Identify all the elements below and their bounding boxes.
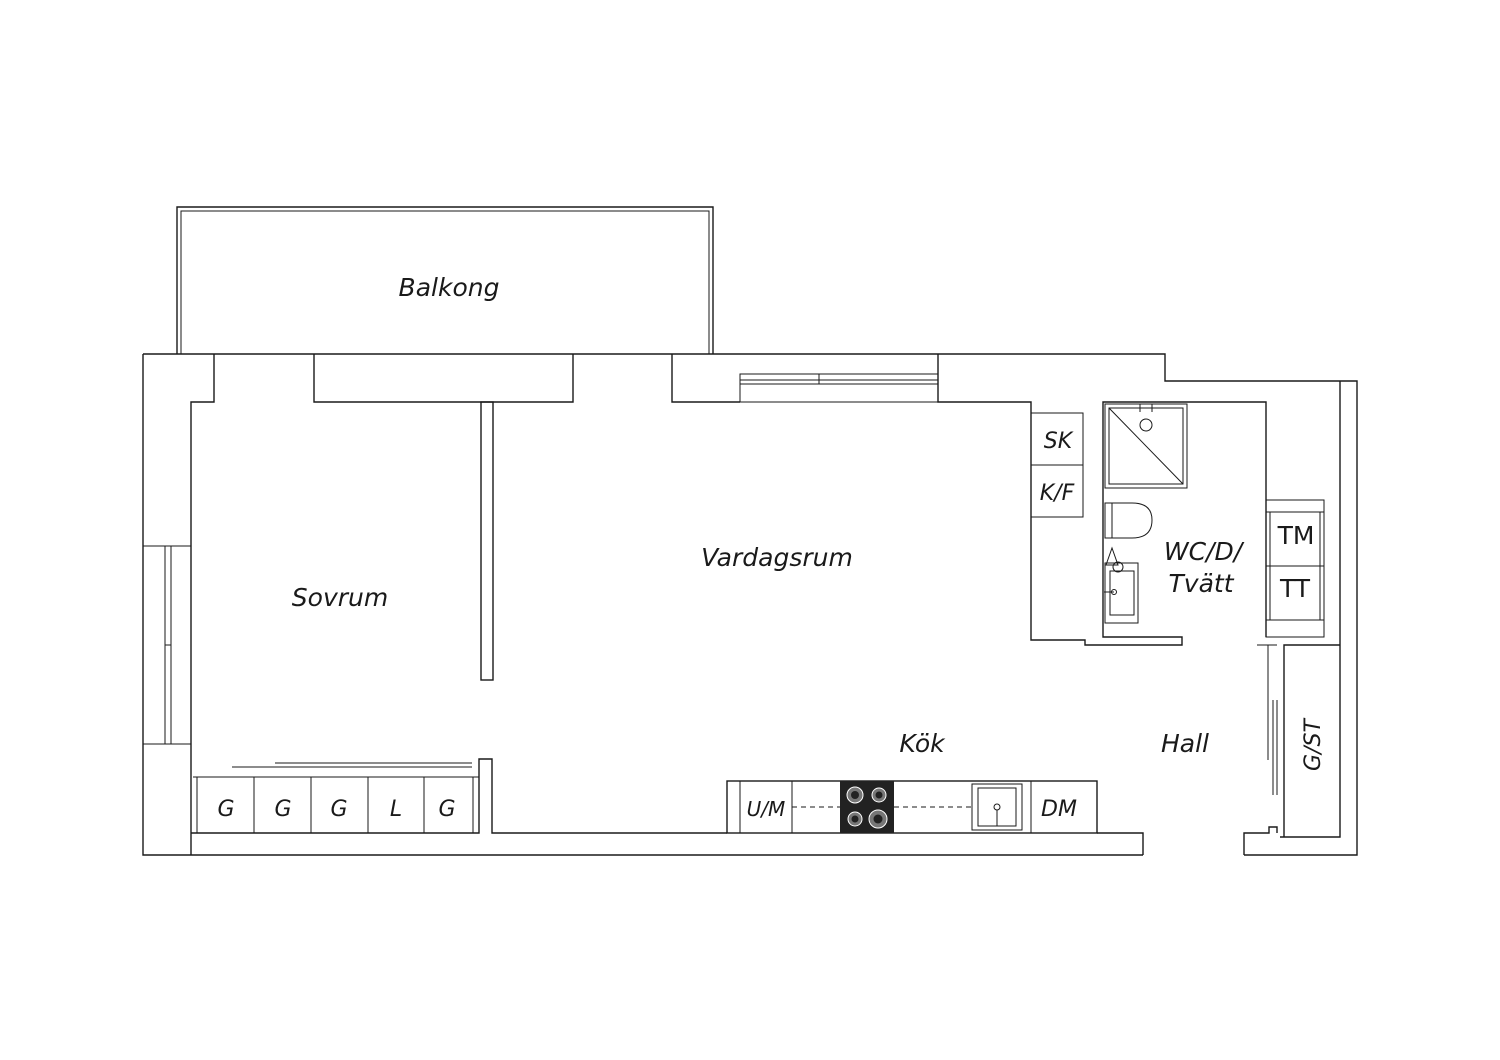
sink — [1104, 546, 1139, 624]
sk-cabinet-label: SK — [1044, 429, 1074, 454]
laundry-machines — [1265, 499, 1325, 638]
shower — [1104, 403, 1188, 489]
dryer-label: TM — [1277, 521, 1315, 550]
dishwasher-label: DM — [1041, 797, 1077, 822]
wardrobe-label: G — [217, 797, 234, 822]
wardrobe-label: G — [274, 797, 291, 822]
bathroom-label-line1: WC/D/ — [1164, 537, 1245, 566]
bathroom-label-line2: Tvätt — [1169, 569, 1235, 598]
toilet — [1104, 502, 1153, 539]
partition-wall — [480, 401, 494, 681]
wardrobe-label: G — [330, 797, 347, 822]
wardrobe-label: G — [438, 797, 455, 822]
wardrobe-row — [193, 762, 479, 834]
kitchen-counter — [726, 780, 1098, 834]
bedroom-label: Sovrum — [292, 583, 388, 612]
tumble-dryer-label: TT — [1279, 574, 1311, 603]
cooktop — [840, 781, 894, 833]
microwave-oven-label: U/M — [747, 797, 786, 821]
window-top — [739, 373, 939, 403]
hall-label: Hall — [1161, 729, 1209, 758]
kitchen-label: Kök — [899, 729, 946, 758]
living-room-label: Vardagsrum — [701, 543, 853, 572]
hall-wardrobe-label: G/ST — [1301, 718, 1326, 771]
fridge-freezer-label: K/F — [1040, 481, 1075, 506]
kitchen-sink — [971, 783, 1023, 831]
balcony-label: Balkong — [399, 273, 500, 302]
balcony — [176, 206, 714, 354]
tall-cabinets — [1030, 412, 1084, 518]
hall-wardrobe — [1257, 644, 1278, 795]
wardrobe-label: L — [390, 797, 402, 822]
window-left — [142, 545, 192, 745]
